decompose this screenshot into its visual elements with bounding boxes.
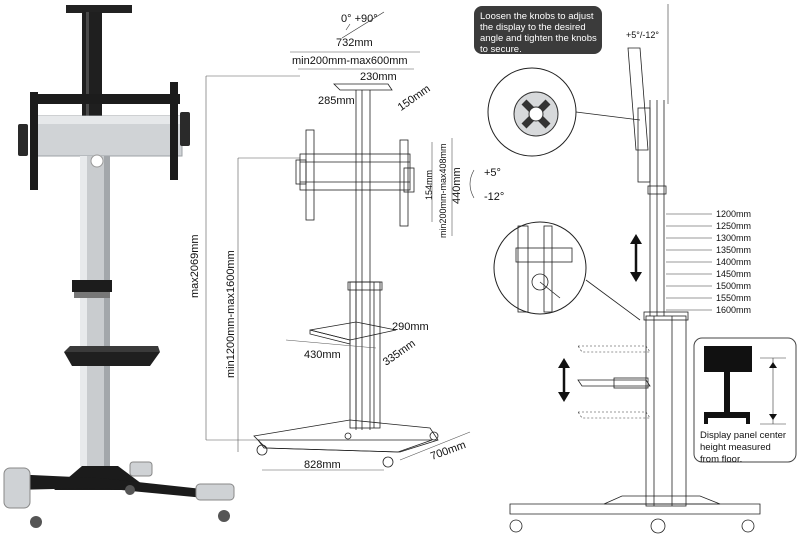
- panel-icon-screen: [704, 346, 752, 372]
- height-1500: 1500mm: [716, 281, 751, 291]
- tilt-up: +5°: [484, 167, 501, 179]
- base-frame: [3, 461, 235, 528]
- height-1400: 1400mm: [716, 257, 751, 267]
- dim-max-height: max2069mm: [189, 234, 201, 298]
- upper-crossbar: [30, 94, 180, 104]
- height-1350: 1350mm: [716, 245, 751, 255]
- caption-line-2: height measured: [700, 442, 771, 453]
- tilt-down: -12°: [484, 191, 504, 203]
- caster: [30, 516, 42, 528]
- height-scale: 1200mm 1250mm 1300mm 1350mm 1400mm 1450m…: [666, 209, 751, 315]
- dim-vesa-width: min200mm-max600mm: [292, 55, 408, 67]
- height-1550: 1550mm: [716, 293, 751, 303]
- dim-828: 828mm: [304, 459, 341, 471]
- dim-430: 430mm: [304, 349, 341, 361]
- adjustment-details: Loosen the knobs to adjust the display t…: [474, 4, 797, 534]
- dim-732: 732mm: [336, 37, 373, 49]
- dim-150: 150mm: [396, 83, 433, 114]
- av-shelf: [64, 352, 160, 366]
- note-line-3: angle and tighten the knobs: [480, 33, 597, 44]
- dim-335: 335mm: [381, 338, 418, 369]
- instruction-note: [474, 6, 602, 54]
- column-clamp: [72, 280, 112, 292]
- dim-154: 154mm: [424, 170, 434, 200]
- vesa-arm-right: [170, 82, 178, 180]
- vesa-arm-left: [30, 92, 38, 190]
- dim-230: 230mm: [360, 71, 397, 83]
- note-line-4: to secure.: [480, 44, 522, 55]
- caption-line-3: from floor.: [700, 454, 742, 465]
- tilt-range: +5°/-12°: [626, 30, 659, 40]
- dim-290: 290mm: [392, 321, 429, 333]
- height-1250: 1250mm: [716, 221, 751, 231]
- height-1200: 1200mm: [716, 209, 751, 219]
- product-render: [3, 5, 235, 528]
- dim-vesa-height: min200mm-max408mm: [438, 143, 448, 238]
- dim-440: 440mm: [451, 167, 463, 204]
- dim-285: 285mm: [318, 95, 355, 107]
- caption-line-1: Display panel center: [700, 430, 786, 441]
- height-1300: 1300mm: [716, 233, 751, 243]
- rotation-label: 0° +90°: [341, 13, 378, 25]
- dimension-drawing: 0° +90° 732mm min200mm-max600mm 230mm 28…: [189, 11, 504, 471]
- clamp-detail: [493, 221, 587, 315]
- note-line-1: Loosen the knobs to adjust: [480, 11, 594, 22]
- height-1600: 1600mm: [716, 305, 751, 315]
- caster: [218, 510, 230, 522]
- caster: [125, 485, 135, 495]
- dim-700: 700mm: [429, 439, 468, 463]
- camera-shelf: [66, 5, 132, 13]
- height-1450: 1450mm: [716, 269, 751, 279]
- note-line-2: the display to the desired: [480, 22, 586, 33]
- dim-center-height: min1200mm-max1600mm: [225, 250, 237, 378]
